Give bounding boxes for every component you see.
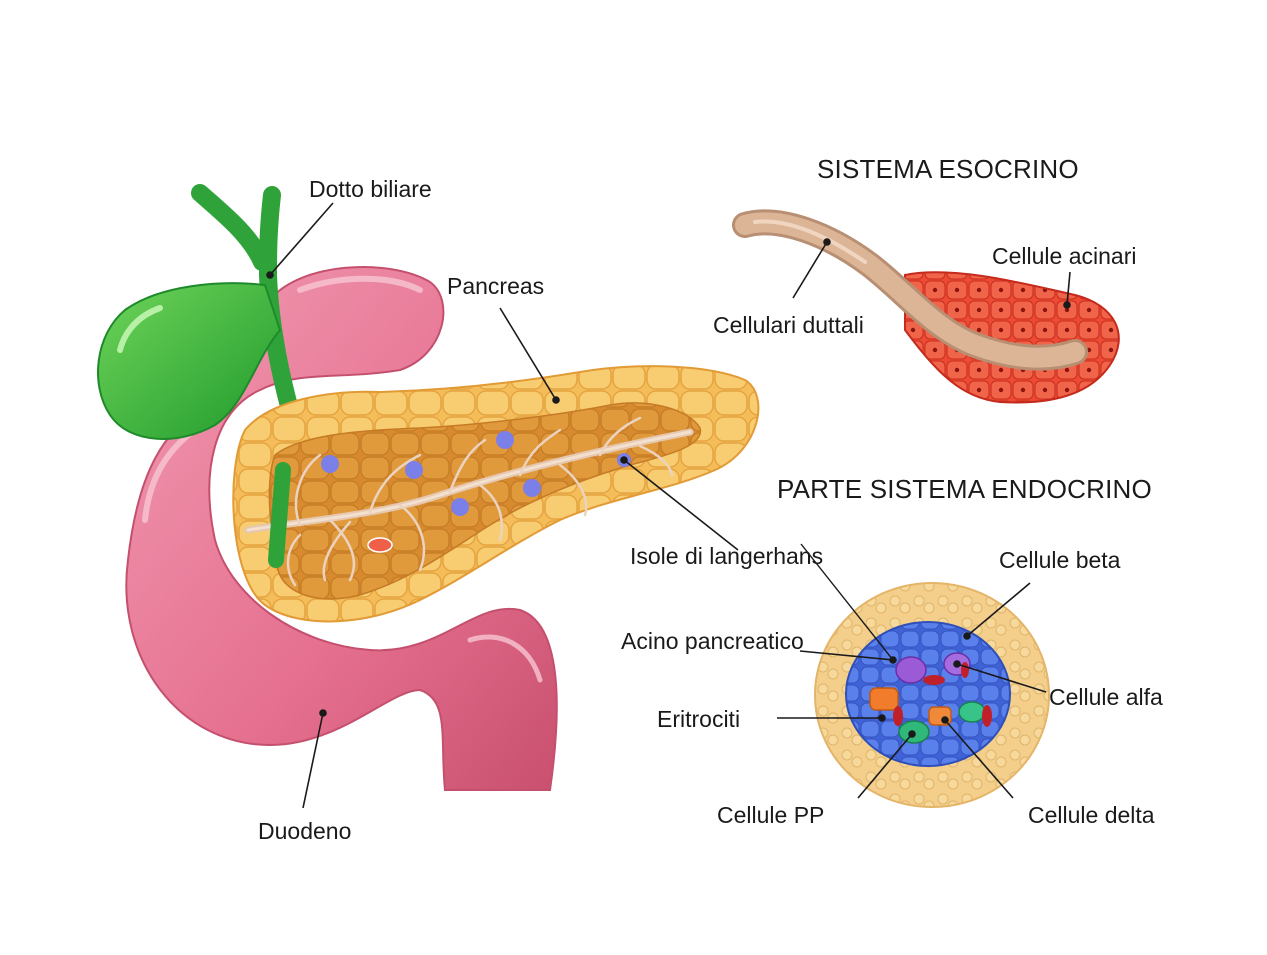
label-delta-cells: Cellule delta xyxy=(1028,802,1155,828)
label-beta-cells: Cellule beta xyxy=(999,547,1121,573)
label-acinar-cells: Cellule acinari xyxy=(992,243,1137,269)
pancreas-shape xyxy=(232,365,760,623)
label-ductal-cells: Cellulari duttali xyxy=(713,312,864,338)
endocrine-islet-illustration xyxy=(814,582,1050,808)
gallbladder-shape xyxy=(97,184,300,569)
label-pancreatic-acinus: Acino pancreatico xyxy=(621,628,804,654)
leader-lines xyxy=(266,202,1071,809)
label-pancreas: Pancreas xyxy=(447,273,545,299)
heading-endocrine-system: PARTE SISTEMA ENDOCRINO xyxy=(777,474,1152,504)
heading-exocrine-system: SISTEMA ESOCRINO xyxy=(817,154,1079,184)
label-erythrocytes: Eritrociti xyxy=(657,706,741,732)
label-alpha-cells: Cellule alfa xyxy=(1049,684,1163,710)
label-pp-cells: Cellule PP xyxy=(717,802,825,828)
label-duodenum: Duodeno xyxy=(258,818,352,844)
label-bile-duct: Dotto biliare xyxy=(309,176,432,202)
label-islets-of-langerhans: Isole di langerhans xyxy=(630,543,824,569)
